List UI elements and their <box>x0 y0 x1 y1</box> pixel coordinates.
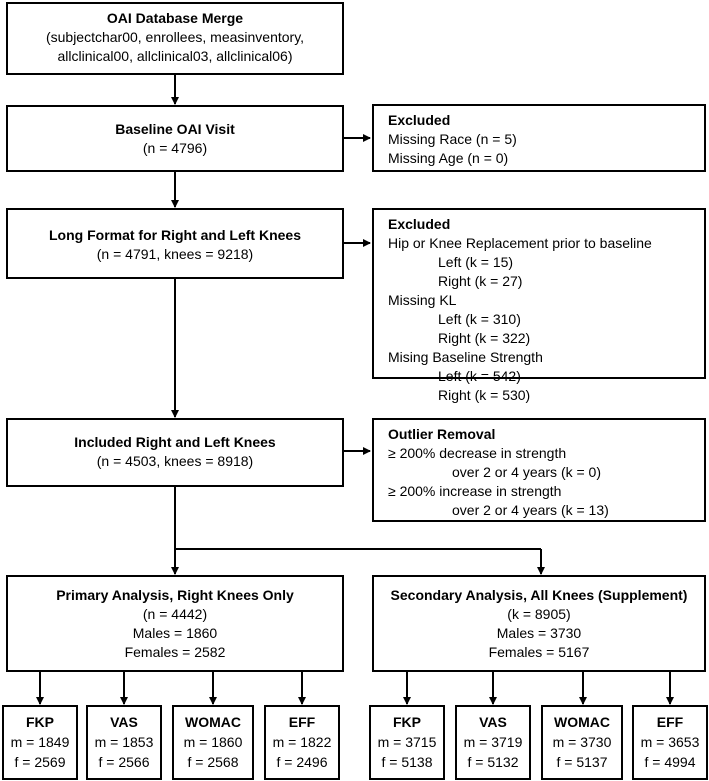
outcome-name: FKP <box>26 714 54 730</box>
outcome-box-secondary-womac: WOMAC m = 3730 f = 5137 <box>541 705 623 780</box>
long-format-count: (n = 4791, knees = 9218) <box>96 246 254 262</box>
outcome-males: m = 1853 <box>94 734 154 750</box>
baseline-box: Baseline OAI Visit (n = 4796) <box>6 105 344 172</box>
outcome-name: WOMAC <box>185 714 241 730</box>
outcome-box-primary-vas: VAS m = 1853 f = 2566 <box>86 705 162 780</box>
excluded2-title: Excluded <box>388 216 451 232</box>
excluded2-strength-left: Left (k = 542) <box>438 368 521 384</box>
outcome-males: m = 1860 <box>183 734 243 750</box>
outcome-females: f = 5138 <box>381 754 433 770</box>
included-box: Included Right and Left Knees (n = 4503,… <box>6 418 344 487</box>
outlier-decrease: ≥ 200% decrease in strength <box>388 445 567 461</box>
outcome-name: VAS <box>110 714 138 730</box>
merge-title: OAI Database Merge <box>106 10 244 26</box>
primary-count: (n = 4442) <box>142 606 208 622</box>
excluded2-kl: Missing KL <box>388 292 457 308</box>
excluded2-hip: Hip or Knee Replacement prior to baselin… <box>388 235 652 251</box>
outcome-box-secondary-fkp: FKP m = 3715 f = 5138 <box>369 705 445 780</box>
outcome-name: EFF <box>656 714 684 730</box>
merge-box: OAI Database Merge (subjectchar00, enrol… <box>6 2 344 75</box>
outcome-females: f = 2568 <box>187 754 239 770</box>
outcome-box-primary-womac: WOMAC m = 1860 f = 2568 <box>172 705 254 780</box>
outcome-females: f = 2566 <box>98 754 150 770</box>
excluded-box-1: Excluded Missing Race (n = 5) Missing Ag… <box>372 104 706 172</box>
outlier-decrease-detail: over 2 or 4 years (k = 0) <box>452 464 602 480</box>
outcome-females: f = 5137 <box>556 754 608 770</box>
secondary-females: Females = 5167 <box>488 644 590 660</box>
secondary-males: Males = 3730 <box>496 625 582 641</box>
excluded1-item-race: Missing Race (n = 5) <box>388 131 517 147</box>
outcome-males: m = 1849 <box>10 734 70 750</box>
primary-title: Primary Analysis, Right Knees Only <box>56 587 294 603</box>
excluded2-hip-left: Left (k = 15) <box>438 254 514 270</box>
merge-line1: (subjectchar00, enrollees, measinventory… <box>45 29 305 45</box>
outcome-box-secondary-eff: EFF m = 3653 f = 4994 <box>632 705 708 780</box>
outcome-females: f = 5132 <box>467 754 519 770</box>
outcome-males: m = 1822 <box>272 734 332 750</box>
primary-males: Males = 1860 <box>132 625 218 641</box>
outcome-males: m = 3730 <box>552 734 612 750</box>
baseline-count: (n = 4796) <box>142 140 208 156</box>
outcome-box-secondary-vas: VAS m = 3719 f = 5132 <box>455 705 531 780</box>
excluded2-hip-right: Right (k = 27) <box>438 273 523 289</box>
outcome-males: m = 3715 <box>377 734 437 750</box>
outcome-females: f = 4994 <box>644 754 696 770</box>
excluded2-kl-left: Left (k = 310) <box>438 311 521 327</box>
outcome-box-primary-fkp: FKP m = 1849 f = 2569 <box>2 705 78 780</box>
secondary-count: (k = 8905) <box>507 606 571 622</box>
included-title: Included Right and Left Knees <box>74 434 276 450</box>
excluded2-kl-right: Right (k = 322) <box>438 330 531 346</box>
outcome-females: f = 2569 <box>14 754 66 770</box>
secondary-title: Secondary Analysis, All Knees (Supplemen… <box>390 587 688 603</box>
outcome-females: f = 2496 <box>276 754 328 770</box>
outlier-increase: ≥ 200% increase in strength <box>388 483 562 499</box>
included-count: (n = 4503, knees = 8918) <box>96 453 254 469</box>
outcome-name: EFF <box>288 714 316 730</box>
excluded1-item-age: Missing Age (n = 0) <box>388 150 509 166</box>
primary-females: Females = 2582 <box>124 644 226 660</box>
outcome-males: m = 3719 <box>463 734 523 750</box>
long-format-title: Long Format for Right and Left Knees <box>49 227 301 243</box>
primary-analysis-box: Primary Analysis, Right Knees Only (n = … <box>6 575 344 672</box>
outcome-males: m = 3653 <box>640 734 700 750</box>
baseline-title: Baseline OAI Visit <box>115 121 235 137</box>
outcome-name: WOMAC <box>554 714 610 730</box>
outlier-increase-detail: over 2 or 4 years (k = 13) <box>452 502 609 518</box>
excluded2-strength-right: Right (k = 530) <box>438 387 531 403</box>
excluded2-strength: Mising Baseline Strength <box>388 349 543 365</box>
secondary-analysis-box: Secondary Analysis, All Knees (Supplemen… <box>372 575 706 672</box>
excluded1-title: Excluded <box>388 112 451 128</box>
merge-line2: allclinical00, allclinical03, allclinica… <box>57 48 293 64</box>
outcome-name: VAS <box>479 714 507 730</box>
outcome-name: FKP <box>393 714 421 730</box>
outlier-box: Outlier Removal ≥ 200% decrease in stren… <box>372 418 706 522</box>
outcome-box-primary-eff: EFF m = 1822 f = 2496 <box>264 705 340 780</box>
long-format-box: Long Format for Right and Left Knees (n … <box>6 208 344 279</box>
excluded-box-2: Excluded Hip or Knee Replacement prior t… <box>372 208 706 403</box>
outlier-title: Outlier Removal <box>388 426 496 442</box>
